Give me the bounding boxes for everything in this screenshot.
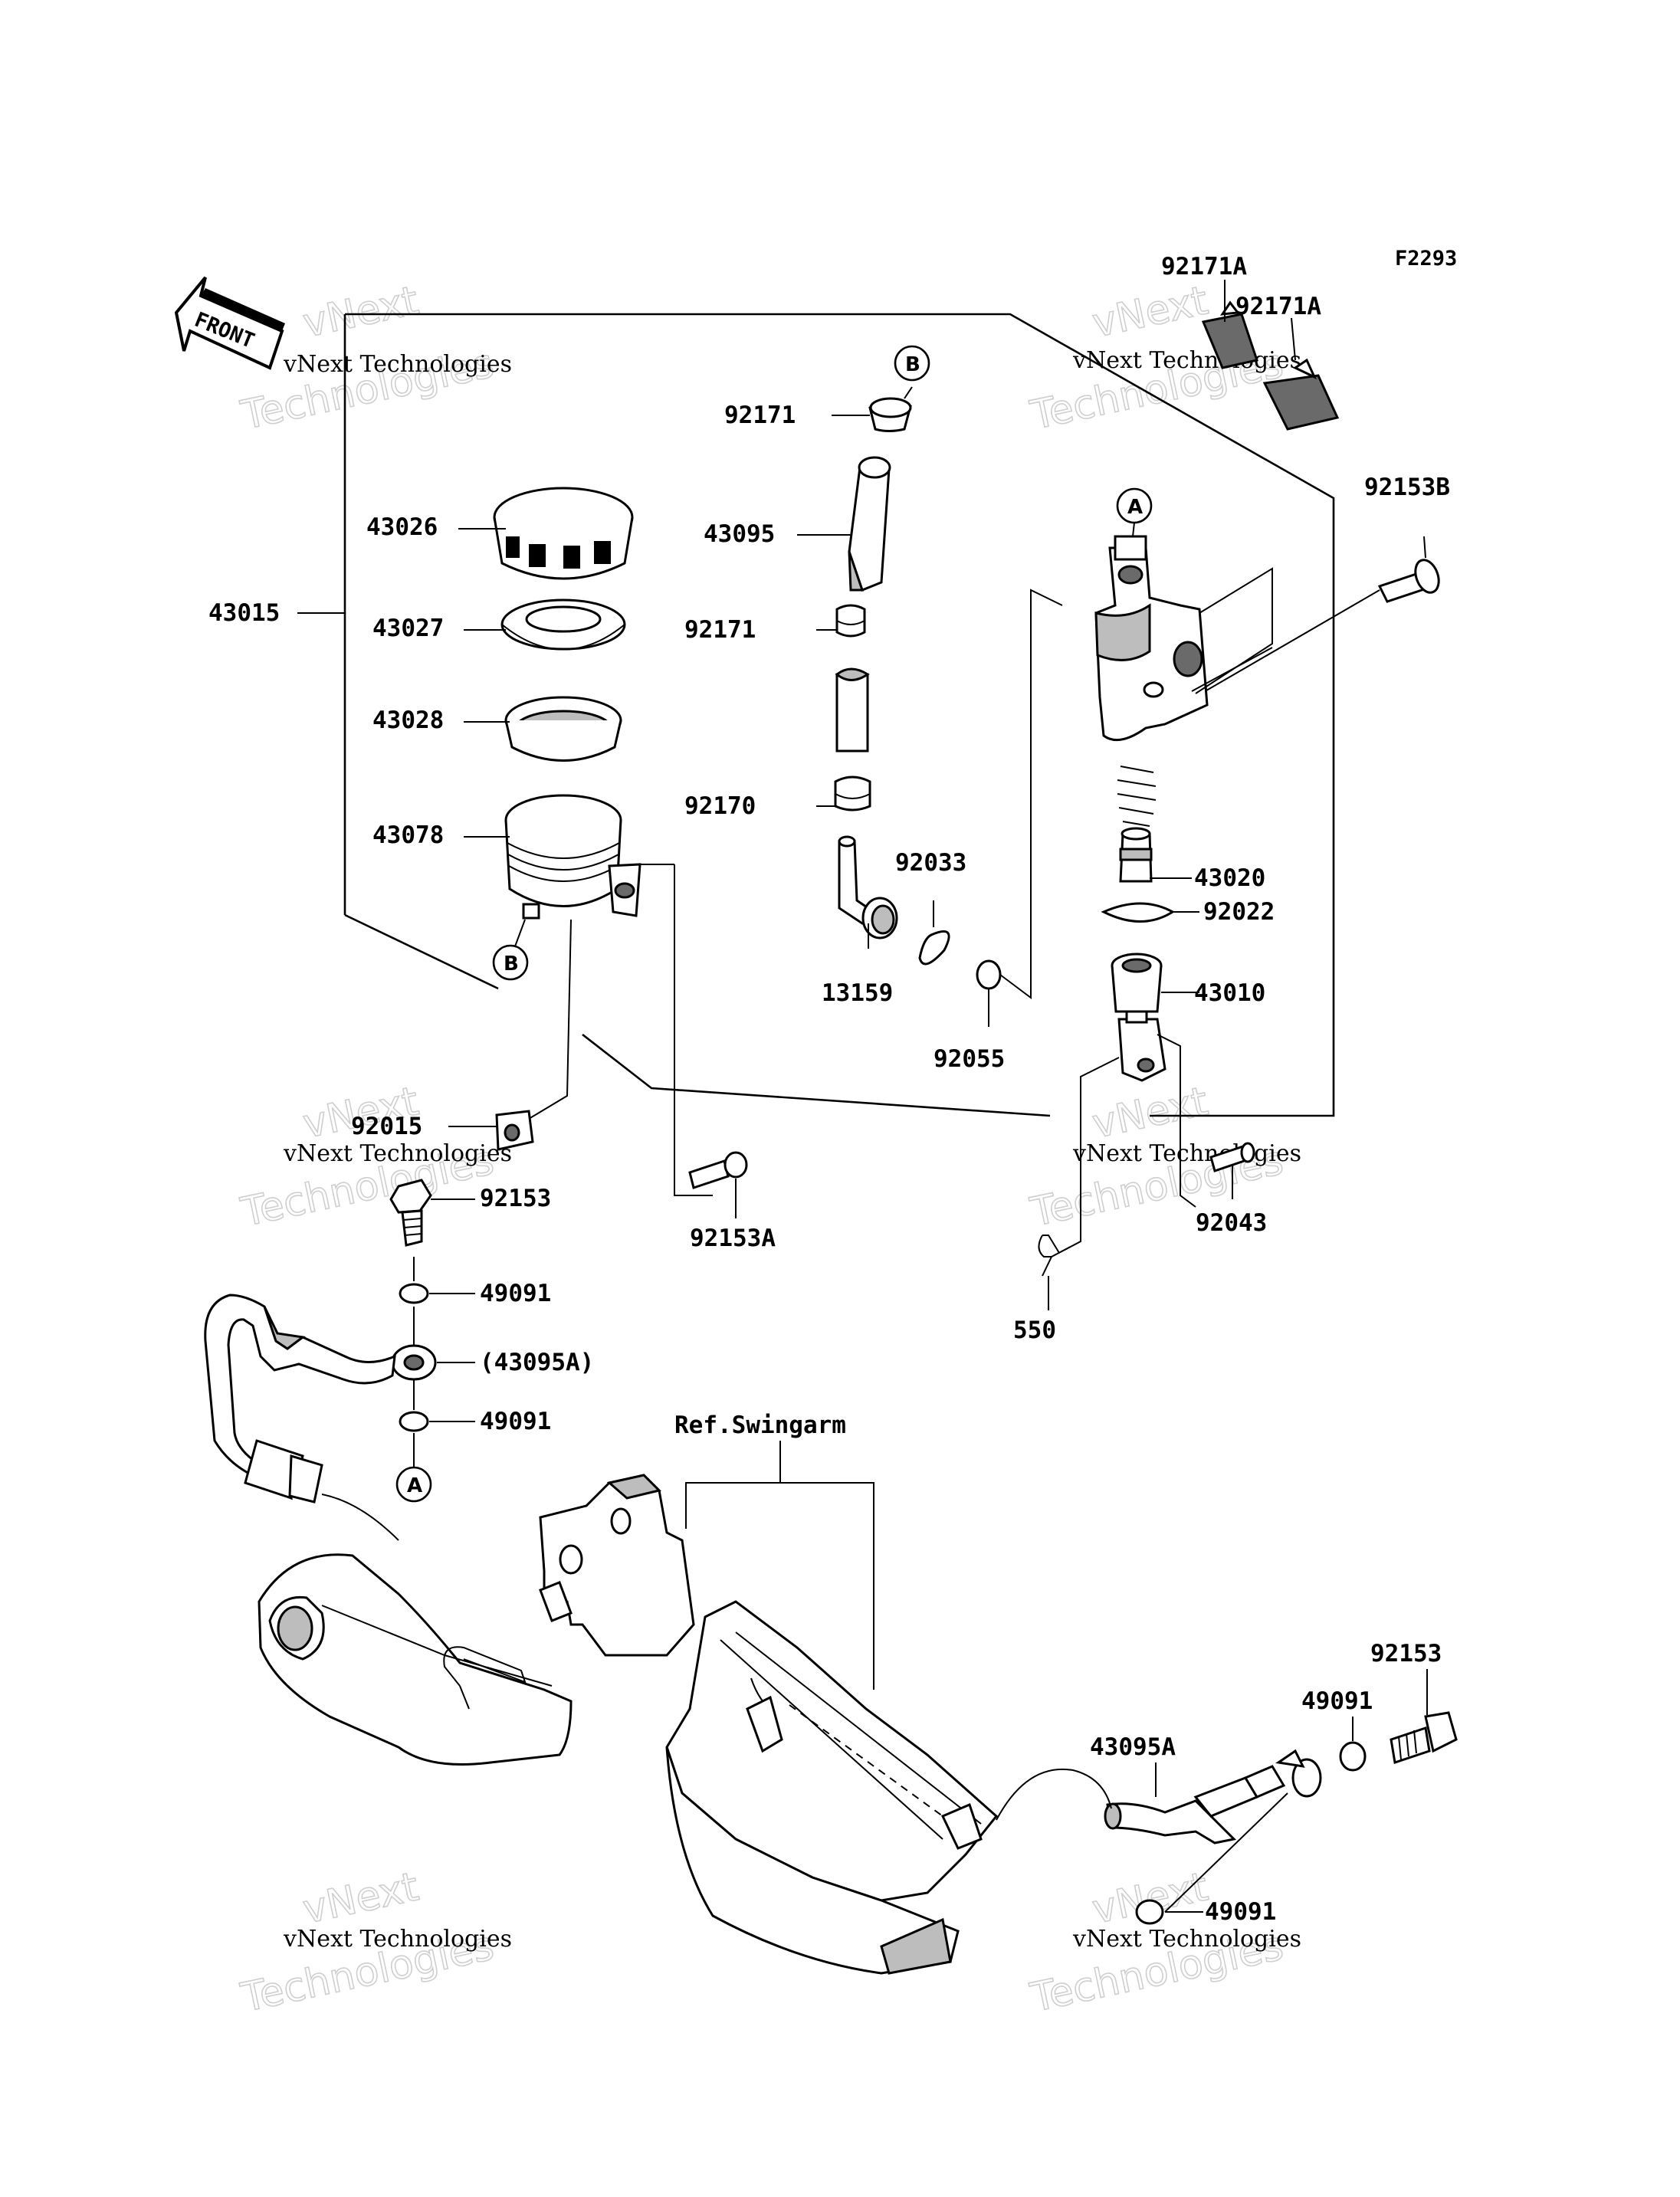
label-92153B: 92153B xyxy=(1364,474,1450,501)
reservoir-43078 xyxy=(504,794,641,920)
svg-text:vNext Technologies: vNext Technologies xyxy=(1072,347,1301,374)
bolt-92153-right xyxy=(1390,1711,1458,1764)
label-49091-b: 49091 xyxy=(480,1408,551,1435)
brake-hose-43095A-right xyxy=(1104,1749,1322,1844)
reservoir-cap-43026 xyxy=(493,487,634,580)
front-arrow-icon: FRONT xyxy=(174,276,285,370)
label-49091-d: 49091 xyxy=(1205,1898,1276,1926)
brake-hose-43095A-left xyxy=(204,1294,396,1503)
swingarm-ref xyxy=(258,1441,999,1975)
svg-text:B: B xyxy=(905,353,920,376)
label-92055: 92055 xyxy=(934,1045,1005,1073)
ref-circle-a-top: A xyxy=(1116,487,1153,524)
diaphragm-43027 xyxy=(500,598,626,651)
label-43095A: 43095A xyxy=(1090,1733,1176,1761)
master-cylinder-body xyxy=(1094,535,1209,742)
label-92171A-2: 92171A xyxy=(1235,293,1321,320)
pin-92043 xyxy=(1209,1142,1255,1172)
label-43027: 43027 xyxy=(372,615,444,642)
watermark-bottom-right: vNext Technologies vNext Technologies xyxy=(1025,1864,1301,2022)
label-92153A: 92153A xyxy=(690,1225,776,1252)
part-labels: 92171A 92171A 92153B 92171 43026 43095 4… xyxy=(208,253,1450,1926)
label-92033: 92033 xyxy=(895,849,966,877)
label-92153-left: 92153 xyxy=(480,1185,551,1212)
push-rod-43010 xyxy=(1111,953,1166,1082)
clamp-92170 xyxy=(834,776,871,812)
figure-code: F2293 xyxy=(1395,247,1457,271)
label-43078: 43078 xyxy=(372,821,444,849)
watermark-top-left: vNext Technologies vNext Technologies xyxy=(236,277,512,440)
ref-circle-b-left: B xyxy=(492,944,529,981)
washer-49091-c xyxy=(1339,1741,1367,1772)
label-43095A-paren: (43095A) xyxy=(480,1349,594,1376)
watermark-mid-left: vNext Technologies vNext Technologies xyxy=(236,1078,512,1237)
spring-43020 xyxy=(1117,766,1157,883)
svg-text:vNext: vNext xyxy=(1088,1078,1212,1147)
bolt-92153B xyxy=(1377,559,1440,603)
svg-text:B: B xyxy=(504,953,519,976)
label-92171-top: 92171 xyxy=(724,402,796,429)
bolt-92153A xyxy=(688,1151,748,1189)
label-49091-c: 49091 xyxy=(1301,1687,1373,1715)
hose-segment xyxy=(835,667,870,753)
hose-43095 xyxy=(848,456,891,592)
ref-circle-a-left: A xyxy=(395,1466,432,1503)
ref-circle-b-top: B xyxy=(894,345,930,382)
cotter-pin-550 xyxy=(1038,1235,1060,1277)
label-43020: 43020 xyxy=(1194,864,1265,892)
svg-text:A: A xyxy=(407,1474,422,1497)
clamp-92171-top xyxy=(868,397,912,432)
label-43015: 43015 xyxy=(208,599,280,627)
svg-text:vNext: vNext xyxy=(1088,277,1212,346)
label-550: 550 xyxy=(1013,1317,1056,1344)
label-43095: 43095 xyxy=(704,520,775,548)
label-92022: 92022 xyxy=(1203,898,1275,926)
svg-text:vNext Technologies: vNext Technologies xyxy=(283,351,512,378)
svg-text:A: A xyxy=(1127,496,1143,519)
label-92171A-1: 92171A xyxy=(1161,253,1247,280)
label-92043: 92043 xyxy=(1196,1209,1267,1237)
label-49091-a: 49091 xyxy=(480,1280,551,1307)
label-92015: 92015 xyxy=(351,1113,422,1140)
clamp-92171A-1 xyxy=(1201,300,1258,369)
bolt-92153-left xyxy=(389,1179,432,1247)
svg-text:vNext Technologies: vNext Technologies xyxy=(1072,1140,1301,1167)
o-ring-92055 xyxy=(976,959,1002,990)
banjo-fitting-43095A xyxy=(391,1344,437,1381)
diaphragm-plate-43028 xyxy=(504,696,622,762)
assembly-outline xyxy=(343,313,1335,1117)
svg-text:vNext Technologies: vNext Technologies xyxy=(1072,1926,1301,1953)
svg-text:vNext Technologies: vNext Technologies xyxy=(283,1926,512,1953)
washer-49091-b xyxy=(399,1411,429,1432)
ref-swingarm-label: Ref.Swingarm xyxy=(674,1412,846,1439)
washer-49091-a xyxy=(399,1283,429,1304)
fitting-13159 xyxy=(838,835,898,939)
label-92153-right: 92153 xyxy=(1370,1640,1442,1667)
label-43028: 43028 xyxy=(372,707,444,734)
svg-text:vNext Technologies: vNext Technologies xyxy=(283,1140,512,1167)
svg-text:vNext: vNext xyxy=(299,277,422,346)
clamp-92171A-2 xyxy=(1262,358,1340,431)
clamp-92171-mid xyxy=(835,604,866,638)
svg-text:vNext: vNext xyxy=(299,1864,422,1933)
clip-92015 xyxy=(495,1110,534,1151)
circlip-92022 xyxy=(1101,902,1175,923)
snap-ring-92033 xyxy=(918,930,950,966)
label-92171-mid: 92171 xyxy=(684,616,756,644)
watermark-bottom-left: vNext Technologies vNext Technologies xyxy=(236,1864,512,2022)
label-13159: 13159 xyxy=(822,979,893,1007)
label-43010: 43010 xyxy=(1194,979,1265,1007)
label-43026: 43026 xyxy=(366,513,438,541)
washer-49091-d xyxy=(1135,1899,1164,1925)
label-92170: 92170 xyxy=(684,792,756,820)
